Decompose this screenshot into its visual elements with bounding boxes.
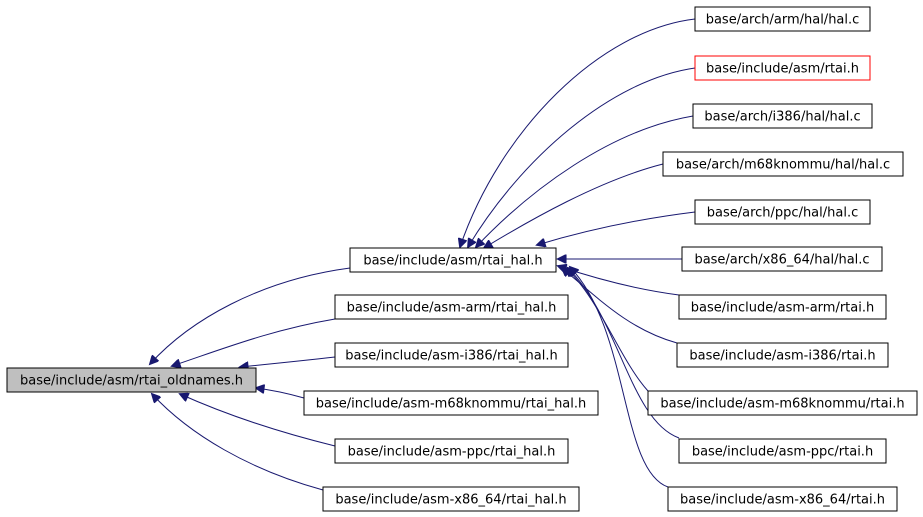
node-i386-hal-c[interactable]: base/arch/i386/hal/hal.c — [692, 103, 873, 129]
node-asm-rtai-h[interactable]: base/include/asm/rtai.h — [694, 55, 871, 81]
node-x86-64-rtai-hal[interactable]: base/include/asm-x86_64/rtai_hal.h — [322, 486, 580, 512]
edge-rtai-hal-to-oldnames — [150, 267, 351, 364]
node-i386-rtai-hal-label: base/include/asm-i386/rtai_hal.h — [345, 349, 557, 364]
node-ppc-rtai-hal-label: base/include/asm-ppc/rtai_hal.h — [348, 445, 556, 460]
node-arm-hal-c[interactable]: base/arch/arm/hal/hal.c — [694, 6, 871, 32]
node-ppc-rtai-hal[interactable]: base/include/asm-ppc/rtai_hal.h — [334, 438, 569, 464]
node-i386-rtai-hal[interactable]: base/include/asm-i386/rtai_hal.h — [334, 342, 569, 368]
node-ppc-hal-c[interactable]: base/arch/ppc/hal/hal.c — [694, 199, 871, 225]
node-arm-hal-c-label: base/arch/arm/hal/hal.c — [706, 13, 860, 28]
edge-x86-64-rtai-hal-to-oldnames — [152, 394, 324, 491]
node-arm-rtai-h[interactable]: base/include/asm-arm/rtai.h — [678, 294, 887, 320]
node-arm-rtai-hal[interactable]: base/include/asm-arm/rtai_hal.h — [334, 294, 569, 320]
edge-ppc-rtai-h-to-rtai-hal — [568, 268, 680, 439]
node-arm-rtai-h-label: base/include/asm-arm/rtai.h — [691, 301, 874, 316]
node-x86-64-rtai-h[interactable]: base/include/asm-x86_64/rtai.h — [667, 486, 898, 512]
edge-arm-hal-c-to-rtai-hal — [460, 18, 696, 247]
node-x86-64-hal-c[interactable]: base/arch/x86_64/hal/hal.c — [681, 246, 883, 272]
node-x86-64-rtai-h-label: base/include/asm-x86_64/rtai.h — [680, 493, 885, 508]
node-m68k-hal-c[interactable]: base/arch/m68knommu/hal/hal.c — [662, 151, 904, 177]
node-x86-64-rtai-hal-label: base/include/asm-x86_64/rtai_hal.h — [335, 493, 566, 508]
edge-ppc-rtai-hal-to-oldnames — [180, 394, 336, 447]
node-m68k-rtai-hal[interactable]: base/include/asm-m68knommu/rtai_hal.h — [303, 390, 599, 416]
edge-arm-rtai-hal-to-oldnames — [172, 318, 336, 366]
edge-i386-rtai-h-to-rtai-hal — [562, 268, 678, 344]
node-arm-rtai-hal-label: base/include/asm-arm/rtai_hal.h — [347, 301, 557, 316]
edge-m68k-hal-c-to-rtai-hal — [484, 163, 664, 248]
node-i386-rtai-h[interactable]: base/include/asm-i386/rtai.h — [676, 342, 889, 368]
node-rtai-oldnames[interactable]: base/include/asm/rtai_oldnames.h — [6, 367, 257, 393]
node-ppc-rtai-h[interactable]: base/include/asm-ppc/rtai.h — [678, 438, 887, 464]
edge-ppc-hal-c-to-rtai-hal — [537, 211, 696, 245]
node-m68k-rtai-h[interactable]: base/include/asm-m68knommu/rtai.h — [647, 390, 918, 416]
node-x86-64-hal-c-label: base/arch/x86_64/hal/hal.c — [694, 253, 869, 268]
edge-i386-rtai-hal-to-oldnames — [240, 356, 336, 367]
node-rtai-oldnames-label: base/include/asm/rtai_oldnames.h — [20, 374, 243, 389]
node-ppc-hal-c-label: base/arch/ppc/hal/hal.c — [707, 206, 859, 221]
edge-x86-64-rtai-h-to-rtai-hal — [570, 267, 669, 488]
node-m68k-rtai-h-label: base/include/asm-m68knommu/rtai.h — [660, 397, 904, 412]
edge-i386-hal-c-to-rtai-hal — [476, 115, 694, 247]
edge-m68k-rtai-hal-to-oldnames — [256, 388, 305, 399]
edges-level-2 — [460, 18, 696, 488]
node-i386-rtai-h-label: base/include/asm-i386/rtai.h — [689, 349, 875, 364]
node-i386-hal-c-label: base/arch/i386/hal/hal.c — [704, 110, 860, 125]
node-asm-rtai-h-label: base/include/asm/rtai.h — [706, 62, 859, 77]
node-ppc-rtai-h-label: base/include/asm-ppc/rtai.h — [692, 445, 873, 460]
edge-asm-rtai-h-to-rtai-hal — [468, 67, 696, 247]
node-rtai-hal[interactable]: base/include/asm/rtai_hal.h — [349, 247, 557, 273]
node-rtai-hal-label: base/include/asm/rtai_hal.h — [363, 254, 542, 269]
nodes: base/include/asm/rtai_oldnames.h base/in… — [6, 6, 918, 512]
node-m68k-hal-c-label: base/arch/m68knommu/hal/hal.c — [676, 158, 890, 173]
node-m68k-rtai-hal-label: base/include/asm-m68knommu/rtai_hal.h — [316, 397, 587, 412]
edges-level-1 — [150, 267, 351, 491]
edge-m68k-rtai-h-to-rtai-hal — [566, 268, 649, 392]
